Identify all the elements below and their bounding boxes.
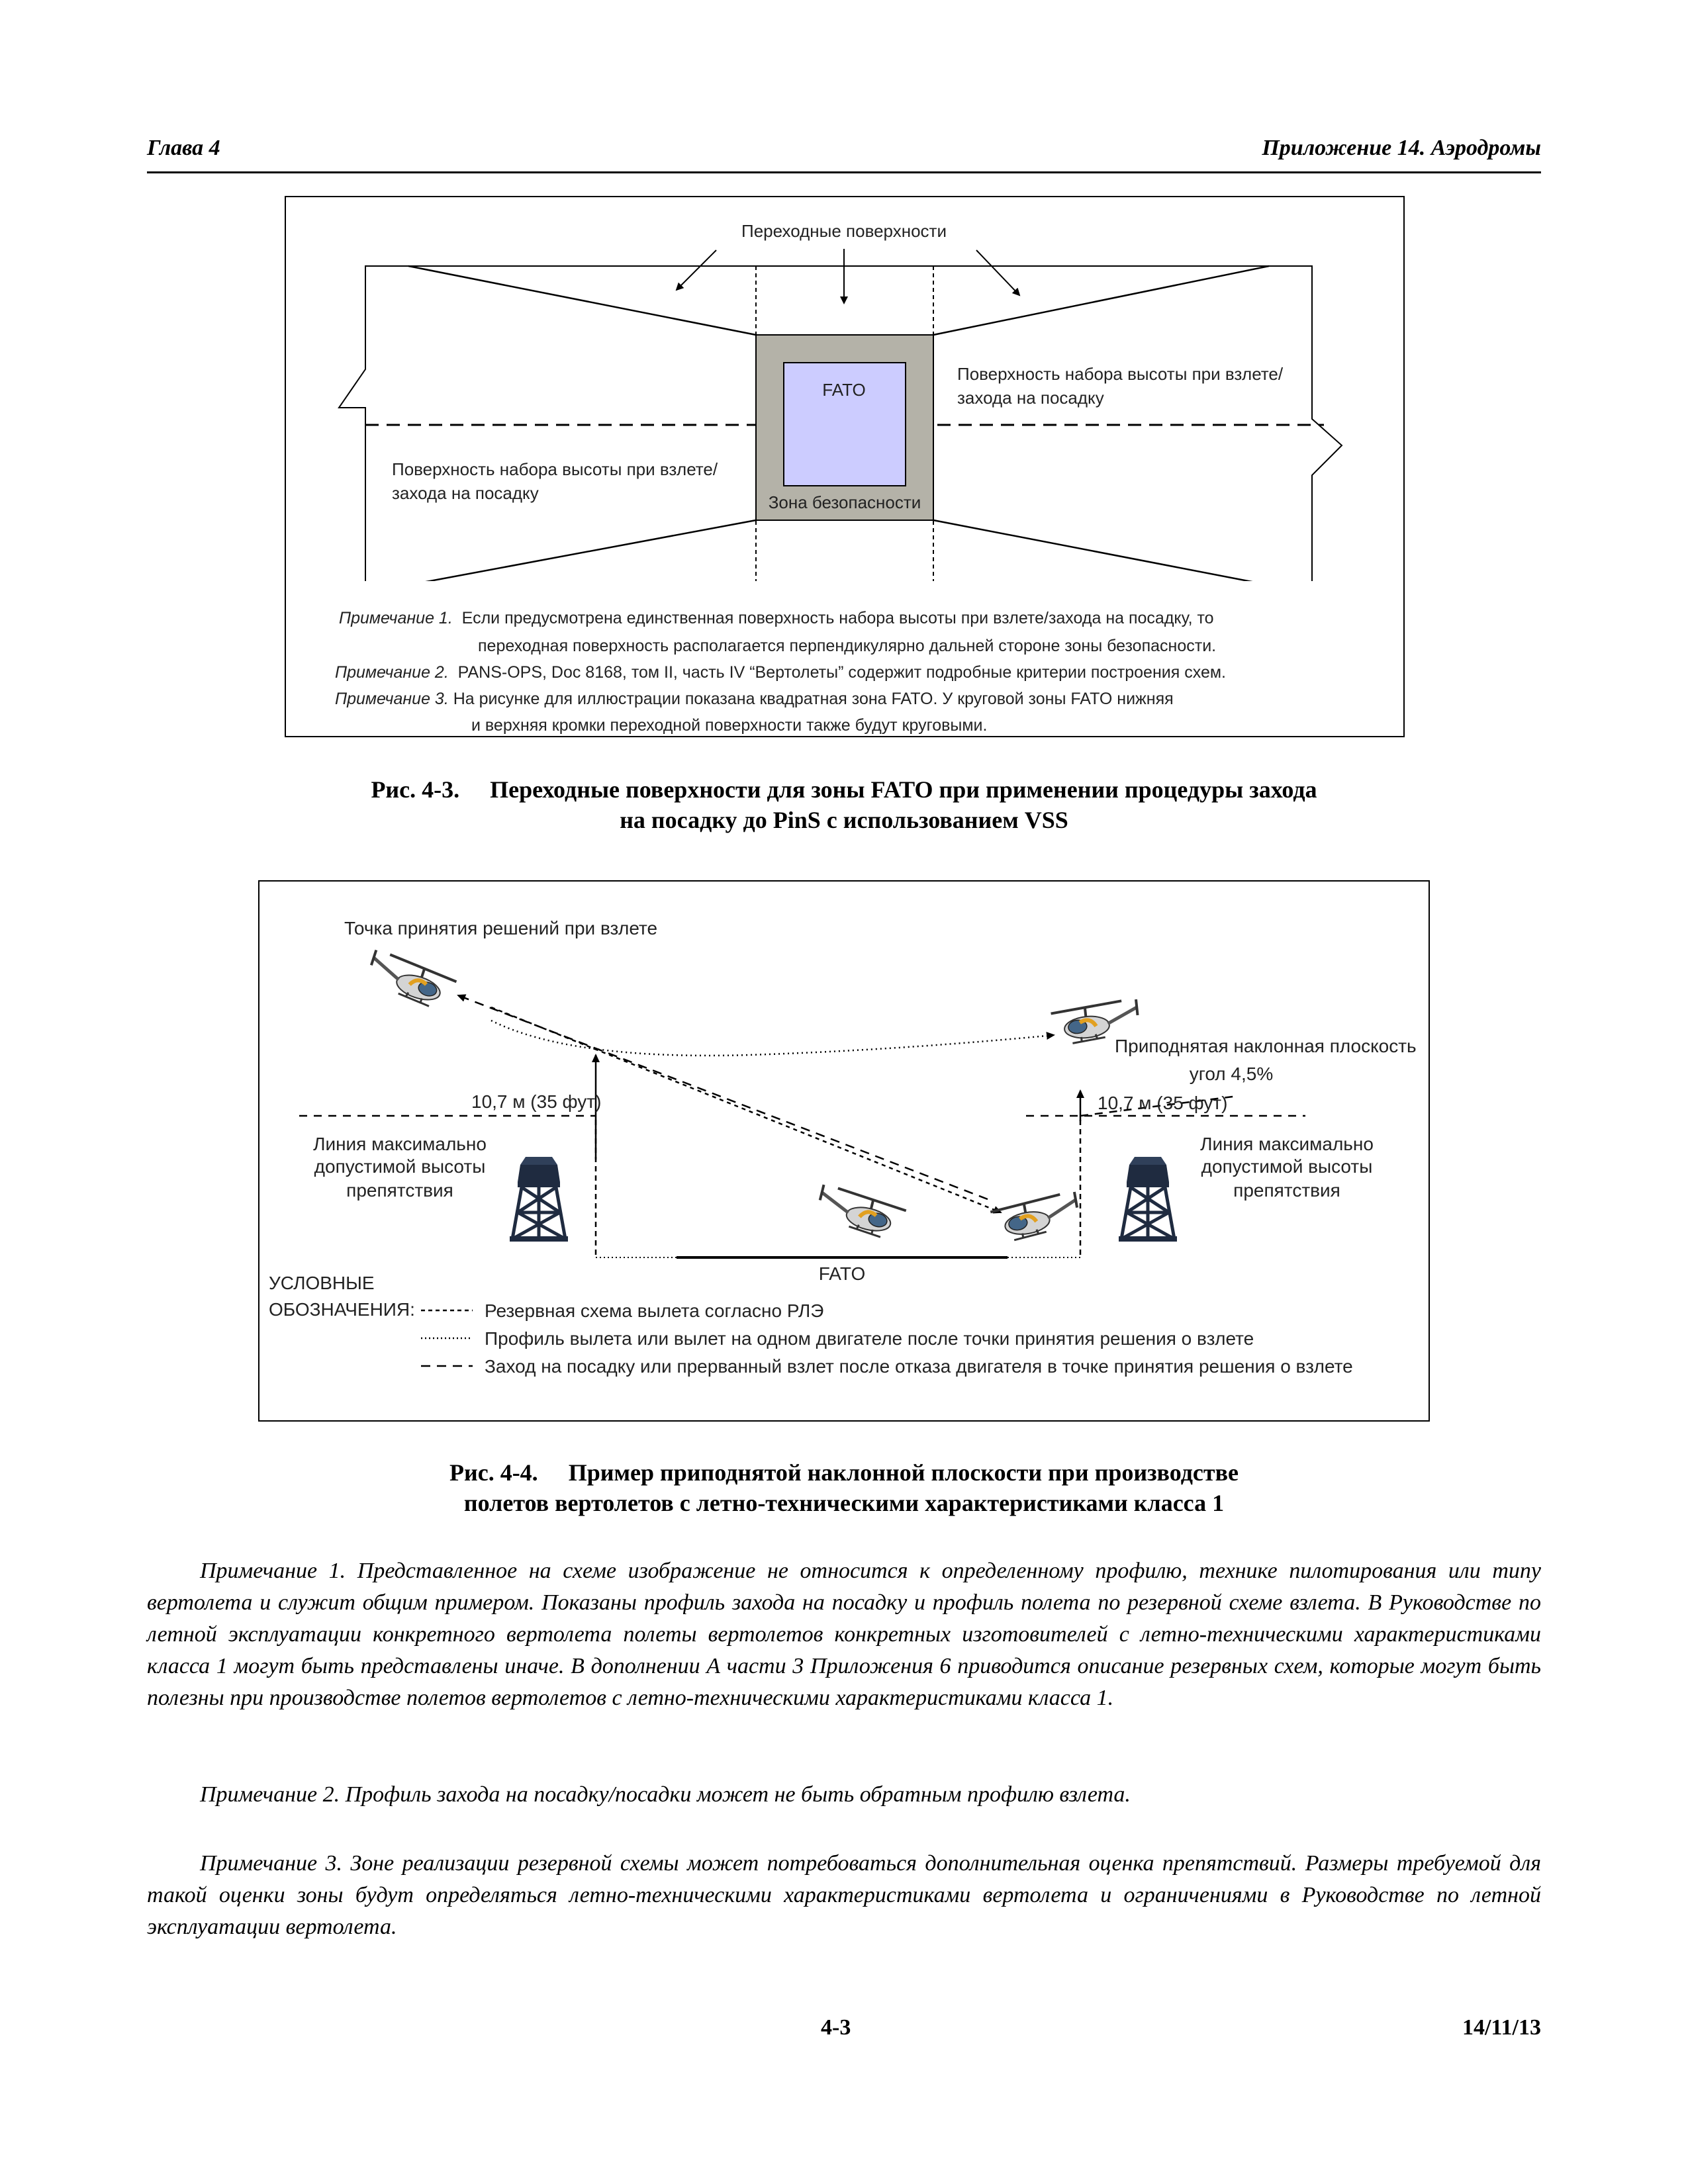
legend-item-1: Резервная схема вылета согласно РЛЭ xyxy=(485,1300,823,1321)
label-climb-left-2: захода на посадку xyxy=(392,483,539,503)
helicopter-icon xyxy=(815,1185,908,1242)
note-3: Примечание 3. Зоне реализации резервной … xyxy=(147,1851,1541,1939)
header-chapter: Глава 4 xyxy=(147,136,220,160)
helicopter-icon xyxy=(365,950,458,1012)
arrow-right xyxy=(976,250,1021,296)
label-obstacle-right-2: допустимой высоты xyxy=(1201,1156,1373,1177)
fato-square xyxy=(783,362,906,486)
footer-date: 14/11/13 xyxy=(1462,2015,1541,2040)
label-fato: FATO xyxy=(819,1263,866,1284)
label-climb-right-1: Поверхность набора высоты при взлете/ xyxy=(957,364,1284,384)
header-rule xyxy=(147,171,1541,173)
figure-4-4: Точка принятия решений при взлете Припод… xyxy=(258,880,1430,1422)
label-elevated-plane-1: Приподнятая наклонная плоскость xyxy=(1115,1036,1417,1056)
legend-title-2: ОБОЗНАЧЕНИЯ: xyxy=(269,1299,415,1320)
figure-note-1-cont: переходная поверхность располагается пер… xyxy=(478,637,1217,655)
note-1: Примечание 1. Представленное на схеме из… xyxy=(147,1559,1541,1710)
label-climb-left-1: Поверхность набора высоты при взлете/ xyxy=(392,459,718,479)
departure-profile xyxy=(491,1019,1055,1057)
label-tdp: Точка принятия решений при взлете xyxy=(344,918,657,938)
caption-fig-4-3: Рис. 4-3.Переходные поверхности для зоны… xyxy=(371,776,1317,833)
note-2: Примечание 2. Профиль захода на посадку/… xyxy=(200,1782,1131,1807)
label-transitional: Переходные поверхности xyxy=(741,221,947,241)
tower-icon xyxy=(1119,1157,1177,1242)
transitional-bottom-left xyxy=(425,519,757,581)
legend-item-2: Профиль вылета или вылет на одном двигат… xyxy=(485,1328,1254,1349)
label-fato: FATO xyxy=(822,380,866,400)
arrow-left xyxy=(675,250,717,291)
caption-fig-4-4: Рис. 4-4.Пример приподнятой наклонной пл… xyxy=(449,1459,1239,1516)
label-height-right: 10,7 м (35 фут) xyxy=(1098,1093,1227,1113)
label-elevated-plane-2: угол 4,5% xyxy=(1190,1064,1274,1084)
surface-outline xyxy=(338,265,1343,581)
transitional-top-left xyxy=(408,265,757,336)
figure-note-3: Примечание 3. На рисунке для иллюстрации… xyxy=(335,690,1174,708)
figure-note-2: Примечание 2. PANS-OPS, Doc 8168, том II… xyxy=(335,663,1226,682)
elevated-plane-line xyxy=(1080,1095,1239,1117)
label-climb-right-2: захода на посадку xyxy=(957,388,1104,408)
transitional-top-right xyxy=(933,265,1270,336)
label-obstacle-left-2: допустимой высоты xyxy=(314,1156,486,1177)
label-obstacle-right-3: препятствия xyxy=(1233,1180,1340,1201)
figure-4-3-diagram: Переходные поверхности FATO Зона безопас… xyxy=(338,221,1343,581)
legend-item-3: Заход на посадку или прерванный взлет по… xyxy=(485,1356,1353,1377)
figure-note-3-cont: и верхняя кромки переходной поверхности … xyxy=(471,716,988,735)
label-obstacle-left-1: Линия максимально xyxy=(313,1134,487,1154)
page-number: 4-3 xyxy=(821,2015,851,2040)
label-obstacle-right-1: Линия максимально xyxy=(1200,1134,1374,1154)
label-safety-area: Зона безопасности xyxy=(769,492,921,512)
tower-icon xyxy=(510,1157,568,1242)
helicopter-icon xyxy=(990,1192,1081,1244)
transitional-bottom-right xyxy=(933,519,1253,581)
legend-title-1: УСЛОВНЫЕ xyxy=(269,1273,375,1293)
figure-note-1: Примечание 1. Если предусмотрена единств… xyxy=(339,609,1214,627)
header-annex: Приложение 14. Аэродромы xyxy=(1262,136,1541,160)
label-height-left: 10,7 м (35 фут) xyxy=(471,1091,601,1112)
figure-4-4-diagram: Точка принятия решений при взлете Припод… xyxy=(269,918,1417,1377)
figure-4-3: Переходные поверхности FATO Зона безопас… xyxy=(285,196,1405,737)
label-obstacle-left-3: препятствия xyxy=(346,1180,453,1201)
